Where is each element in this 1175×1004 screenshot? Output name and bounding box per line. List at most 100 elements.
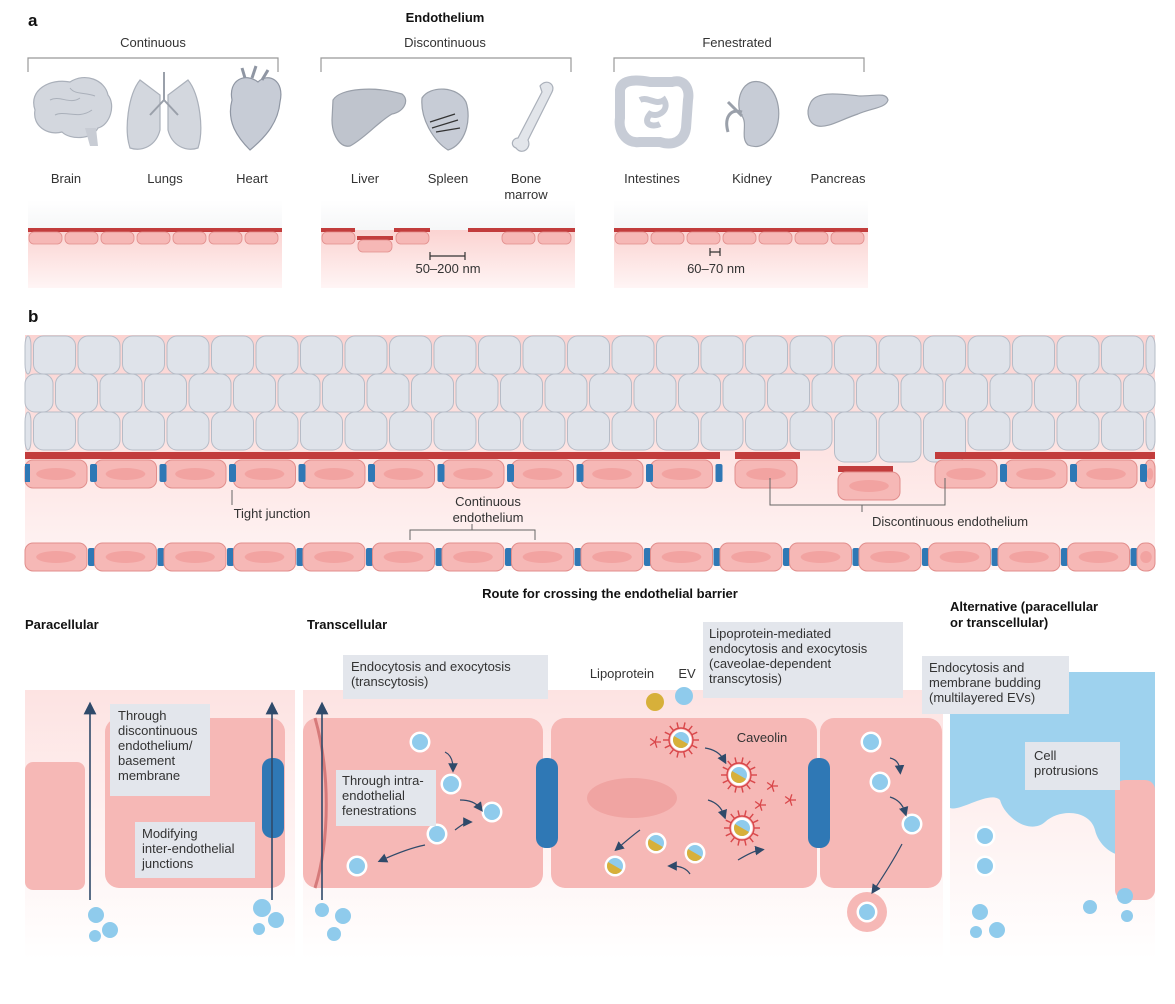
ev-particle [88,907,104,923]
group-continuous-bracket [27,57,279,72]
tissue-cell [211,411,254,451]
liver-icon [331,88,407,147]
tissue-cell [211,335,254,375]
endothelial-cell [686,231,721,245]
tissue-cell [255,411,299,451]
tissue-cell [656,411,699,451]
tissue-cell [77,411,121,451]
tissue-cell [322,373,365,413]
group-fenestrated-bracket [613,57,865,72]
tissue-cell [344,411,388,451]
tight-junction [991,548,999,566]
tissue-cell [789,335,833,375]
group-fenestrated-label: Fenestrated [702,35,771,50]
endothelial-cell [100,231,135,245]
ev-particle [335,908,351,924]
tissue-cell [188,373,232,413]
organ-intestines-label: Intestines [624,171,680,186]
endothelial-cell [136,231,171,245]
tight-junction [574,548,582,566]
group-discontinuous-label: Discontinuous [404,35,486,50]
tight-junction [1000,464,1007,482]
ev-particle [315,903,329,917]
gap-discontinuous-label: 50–200 nm [415,261,480,276]
tissue-cell [77,335,121,375]
junction-transcellular-1 [536,758,558,848]
tissue-cell [1078,373,1122,413]
tissue-cell [923,335,966,375]
tissue-cell [767,373,810,413]
junction-transcellular-2 [808,758,830,848]
endothelial-layer-upper [24,452,1156,501]
panel-a-label: a [28,11,38,30]
ev-particle [675,687,693,705]
endothelial-cell [208,231,243,245]
tissue-cell [389,335,432,375]
ev-particle [972,904,988,920]
endothelial-cell [722,231,757,245]
svg-text:Endocytosis and exocytosis(tra: Endocytosis and exocytosis(transcytosis) [351,659,511,689]
tight-junction-label: Tight junction [234,506,311,521]
tight-junction [366,548,373,566]
caveola [668,727,694,753]
organ-pancreas-label: Pancreas [811,171,866,186]
ev-particle [253,923,265,935]
route-transcellular-label: Transcellular [307,617,387,632]
endothelial-cell [357,239,393,253]
tight-junction [368,464,375,482]
tissue-cell [344,335,388,375]
tissue-cell [33,411,76,451]
tissue-cell [656,335,699,375]
organ-kidney-label: Kidney [732,171,772,186]
bone-icon [511,81,554,152]
tissue-cell [433,411,477,451]
intestines-icon [614,75,694,149]
tight-junction [157,548,165,566]
junction-paracellular [262,758,284,838]
tissue-cell [878,411,922,463]
discontinuous-endothelium-label: Discontinuous endothelium [872,514,1028,529]
tissue-cell [567,411,610,451]
tissue-cell [633,373,677,413]
tissue-cell [33,335,76,375]
tight-junction [1130,548,1138,566]
tight-junction [1070,464,1077,482]
tissue-cell [967,411,1011,451]
organ-spleen-label: Spleen [428,171,468,186]
lungs-icon [126,72,202,150]
tight-junction [227,548,234,566]
tissue-cell [945,373,988,413]
tissue-cell [522,411,566,451]
tissue-cell [589,373,632,413]
tissue-cell [122,411,165,451]
endothelial-cell [614,231,649,245]
tissue-cell [366,373,410,413]
tissue-cell [834,335,877,375]
tissue-cell [478,411,521,451]
caveola [726,762,752,788]
lipoprotein-label: Lipoprotein [590,666,654,681]
tissue-cell [99,373,143,413]
tissue-cell [500,373,543,413]
endothelial-cell [537,231,572,245]
tight-junction [713,548,721,566]
tight-junction [715,464,723,482]
tissue-cell [1145,411,1156,451]
tissue-cell [678,373,721,413]
tissue-cell [722,373,766,413]
group-discontinuous-bracket [320,57,572,72]
tight-junction [298,464,306,482]
tissue-cell [900,373,944,413]
lipoprotein-particle [646,693,664,711]
